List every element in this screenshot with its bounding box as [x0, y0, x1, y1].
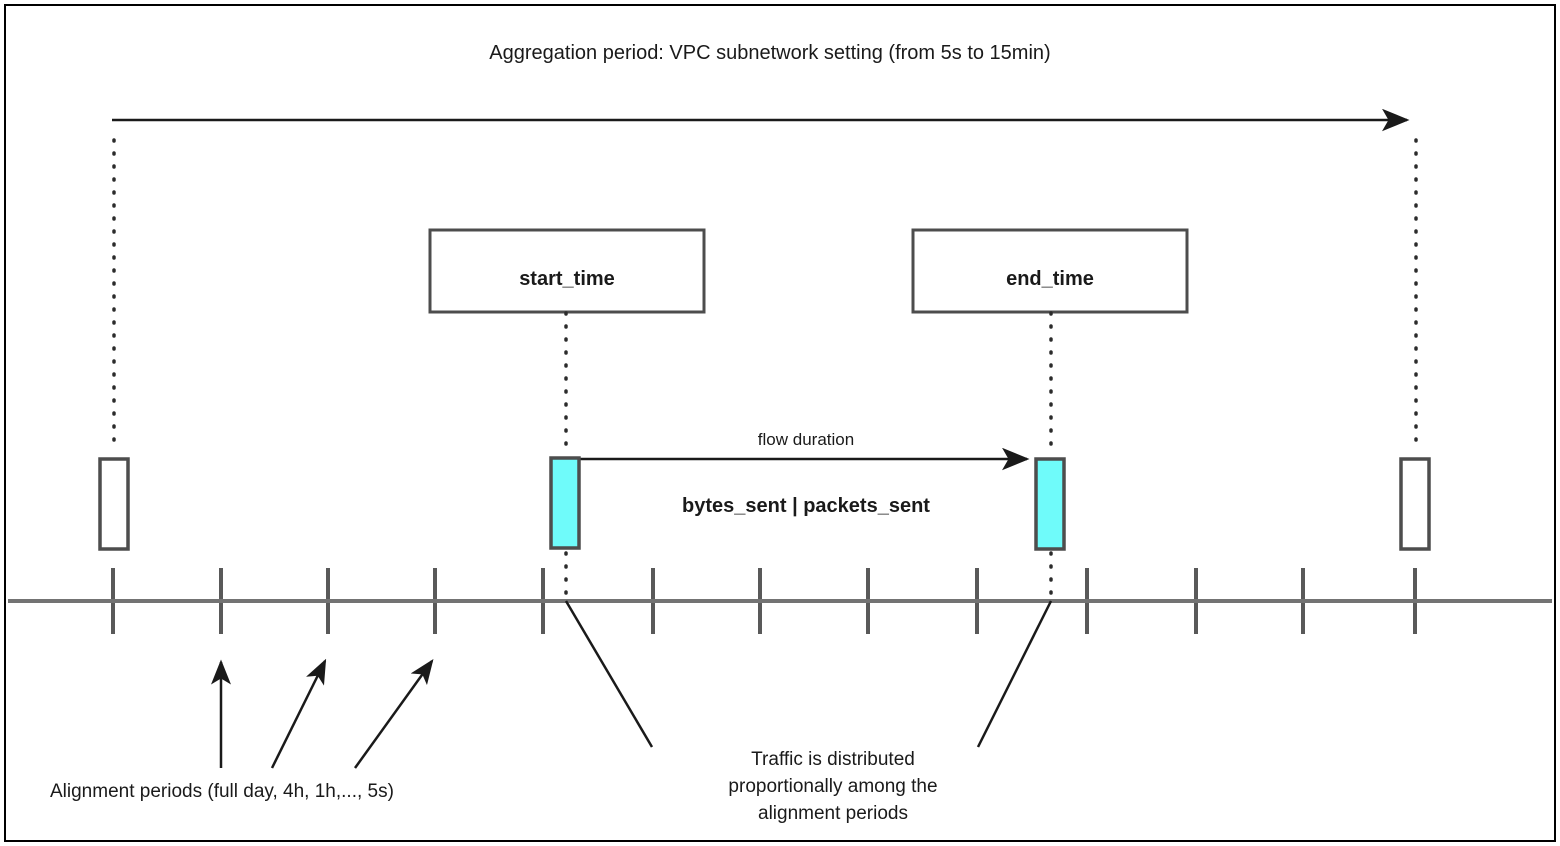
- page-title: Aggregation period: VPC subnetwork setti…: [489, 42, 1050, 64]
- end-time-box-rect: [911, 228, 1189, 314]
- traffic-caption-line-2: proportionally among the: [728, 776, 937, 797]
- flow-duration-label: flow duration: [758, 430, 854, 449]
- start-time-box: start_time: [428, 228, 706, 314]
- metrics-label: bytes_sent | packets_sent: [682, 495, 930, 517]
- leader-line-start-slot: [564, 600, 654, 748]
- end-time-box-label: end_time: [1006, 268, 1094, 290]
- slot-left-boundary: [98, 457, 130, 551]
- traffic-caption-line-1: Traffic is distributed: [751, 749, 915, 770]
- slot-right-boundary: [1399, 457, 1431, 551]
- alignment-period-arrows: [211, 658, 434, 769]
- slot-end-time-flow: [1034, 457, 1066, 551]
- slot-start-time-flow: [549, 456, 581, 550]
- end-time-box: end_time: [911, 228, 1189, 314]
- alignment-arrow-2: [270, 658, 327, 769]
- leader-line-end-slot: [976, 600, 1053, 748]
- alignment-arrow-3: [353, 658, 434, 769]
- figure-frame: [4, 4, 1556, 842]
- start-time-box-rect: [428, 228, 706, 314]
- start-time-box-label: start_time: [519, 268, 615, 290]
- traffic-caption-line-3: alignment periods: [758, 803, 908, 824]
- alignment-periods-label: Alignment periods (full day, 4h, 1h,...,…: [50, 781, 394, 802]
